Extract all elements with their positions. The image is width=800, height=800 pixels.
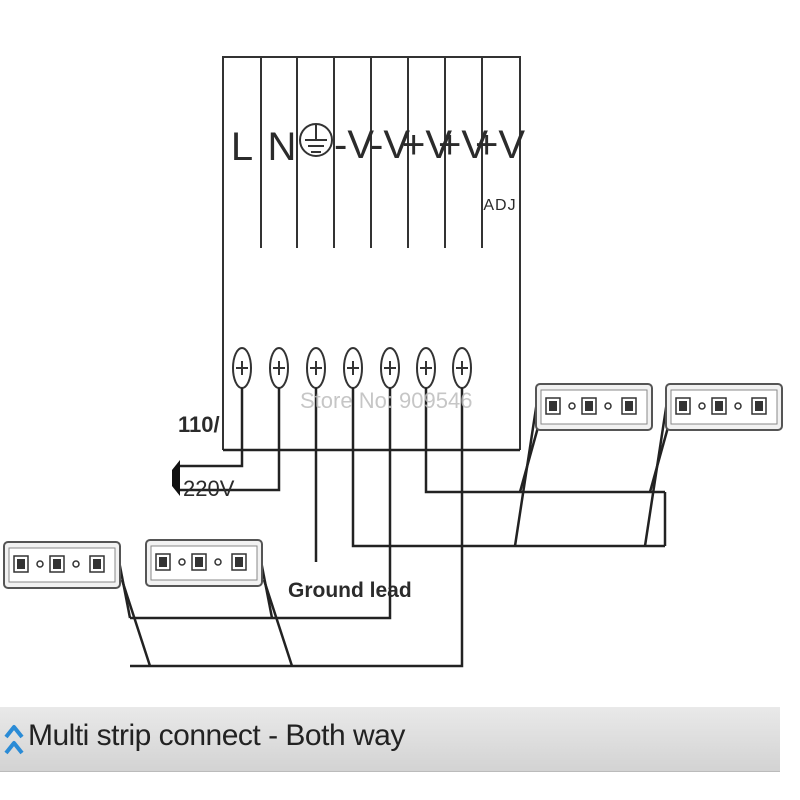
terminal-label-minus-v-2: -V	[370, 123, 410, 167]
double-chevron-up-icon	[4, 725, 24, 755]
input-voltage-label-1: 110/	[178, 412, 220, 437]
led-strip	[145, 539, 263, 587]
power-supply-box	[222, 56, 521, 450]
terminal-label-plus-v-1: +V	[402, 123, 452, 167]
caption-text: Multi strip connect - Both way	[28, 719, 405, 752]
led-strip	[535, 383, 653, 431]
terminal-label-n: N	[268, 125, 297, 169]
screw-terminal-minus-v-2	[380, 347, 400, 389]
screw-terminal-plus-v-1	[416, 347, 436, 389]
caption-bar: Multi strip connect - Both way	[0, 707, 780, 772]
terminal-label-plus-v-adj: +V	[475, 123, 525, 167]
terminal-label-minus-v-1: -V	[334, 123, 374, 167]
wire-plus-v-right	[424, 388, 665, 494]
wire-plus-v-left	[130, 388, 464, 668]
terminal-label-l: L	[231, 125, 253, 169]
screw-terminal-l	[232, 347, 252, 389]
terminal-label-plus-v-2: +V	[438, 123, 488, 167]
ac-plug-icon	[172, 460, 180, 496]
terminal-labels: L N -V -V +V +V +V ADJ	[231, 123, 525, 214]
screw-terminal-ground	[306, 347, 326, 389]
wire-minus-v-left	[130, 388, 392, 620]
led-strip	[665, 383, 783, 431]
screw-terminals	[232, 347, 472, 389]
ground-lead-label: Ground lead	[288, 579, 412, 602]
input-voltage-label-2: 220V	[183, 476, 235, 501]
screw-terminal-minus-v-1	[343, 347, 363, 389]
wire-minus-v-right	[351, 388, 665, 548]
watermark: Store No: 909546	[300, 388, 472, 413]
led-strips	[3, 383, 783, 589]
screw-terminal-plus-v-2	[452, 347, 472, 389]
adj-label: ADJ	[483, 197, 516, 214]
ground-symbol-icon	[299, 123, 333, 157]
wire-live	[180, 388, 244, 468]
screw-terminal-n	[269, 347, 289, 389]
wire-neutral	[180, 388, 281, 492]
led-strip	[3, 541, 121, 589]
